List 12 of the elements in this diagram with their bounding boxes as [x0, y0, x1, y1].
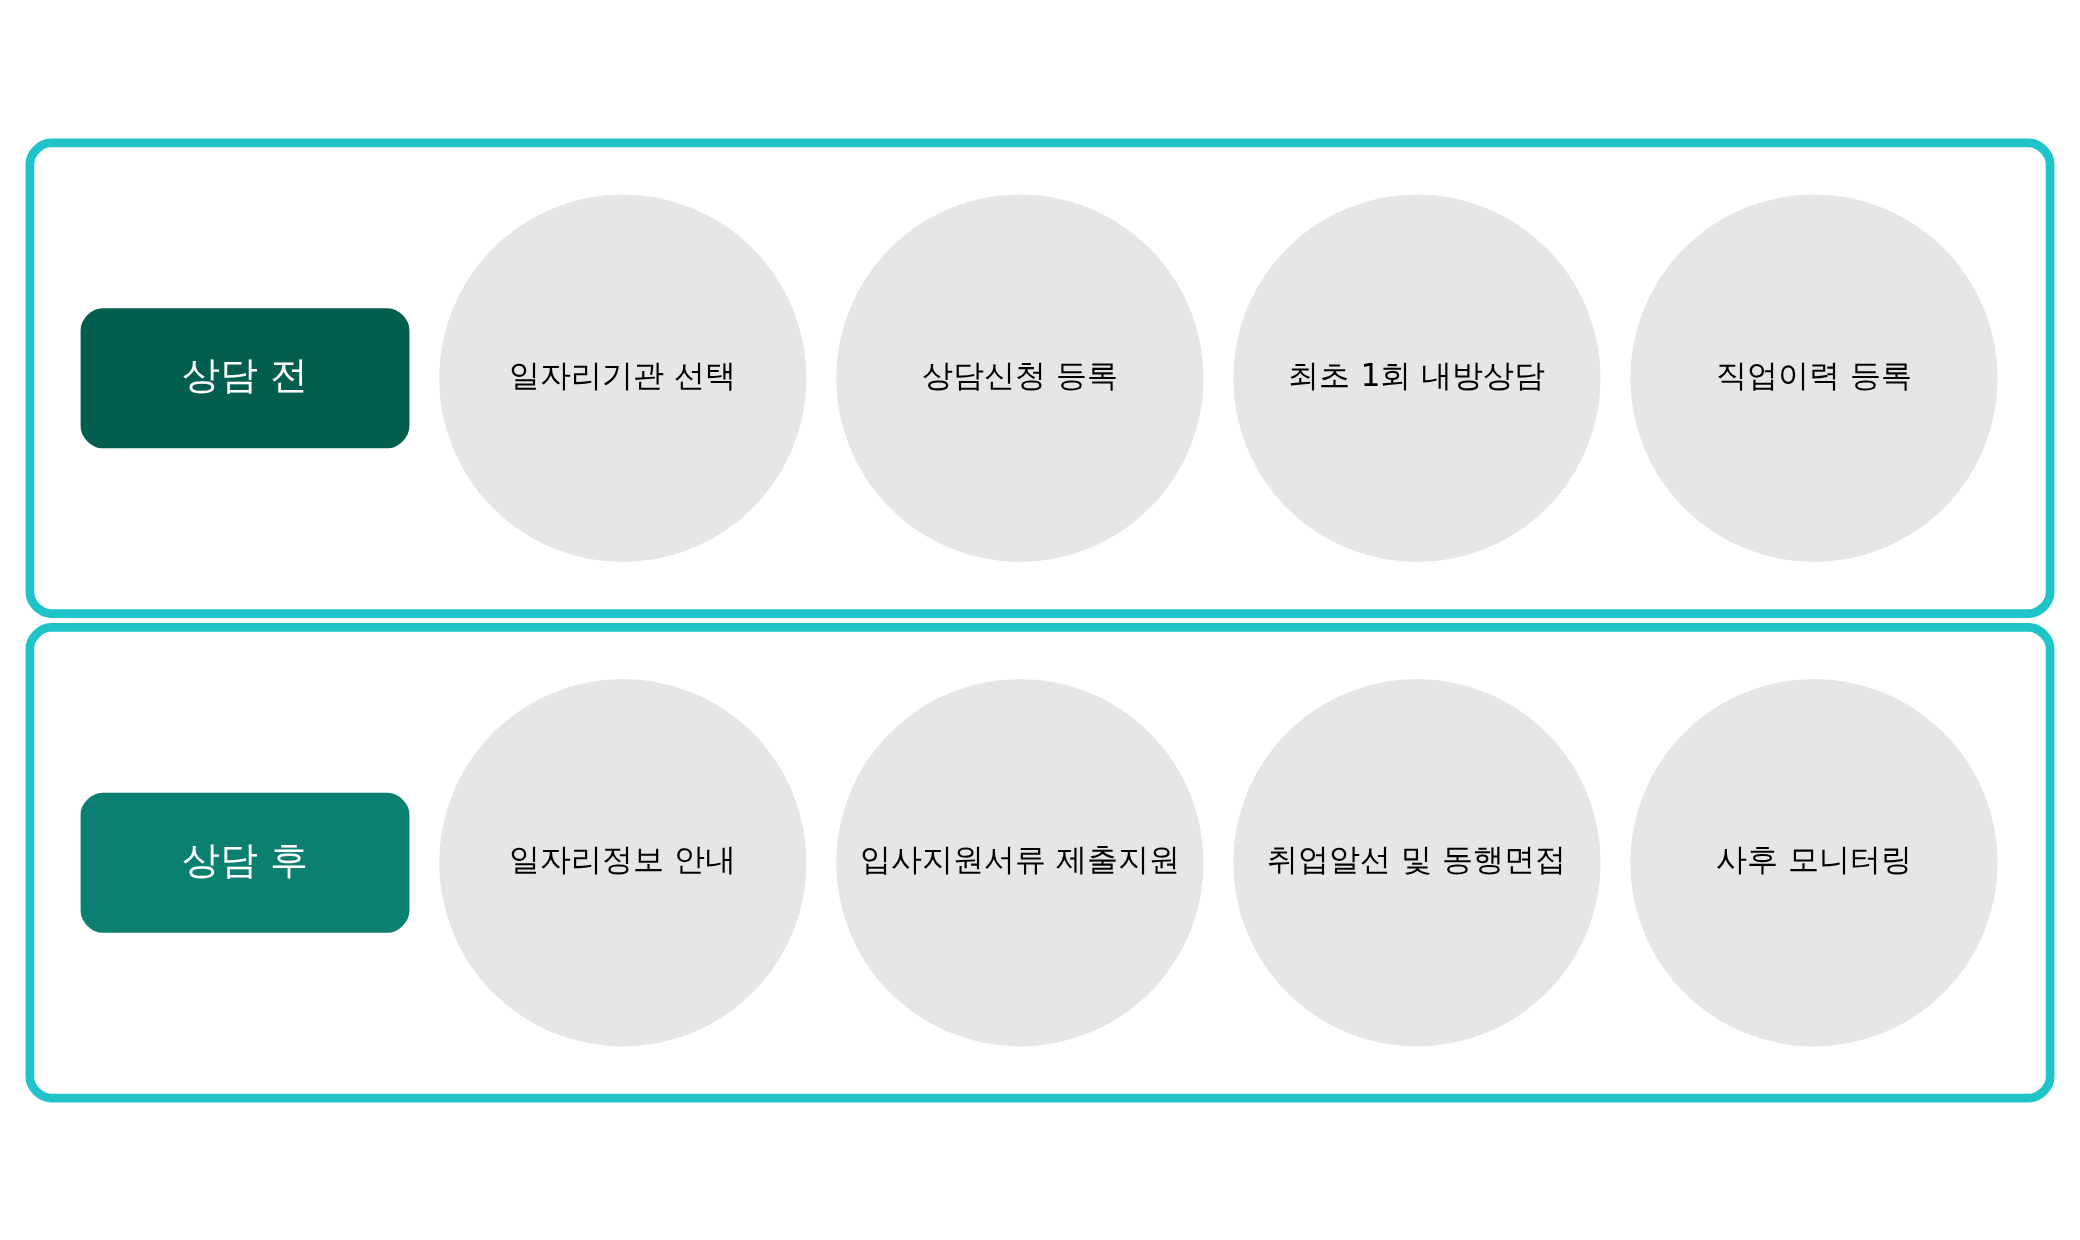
node-box: 상담 전	[80, 307, 410, 448]
node-box: 상담 후	[80, 792, 410, 933]
node-circle: 일자리정보 안내	[439, 678, 807, 1046]
node-circle: 일자리기관 선택	[439, 194, 807, 562]
node-circle: 상담신청 등록	[836, 194, 1204, 562]
cluster	[25, 622, 2055, 1102]
node-circle: 취업알선 및 동행면접	[1233, 678, 1601, 1046]
cluster	[25, 138, 2055, 618]
node-circle: 입사지원서류 제출지원	[836, 678, 1204, 1046]
node-circle: 사후 모니터링	[1630, 678, 1998, 1046]
node-circle: 최초 1회 내방상담	[1233, 194, 1601, 562]
node-circle: 직업이력 등록	[1630, 194, 1998, 562]
